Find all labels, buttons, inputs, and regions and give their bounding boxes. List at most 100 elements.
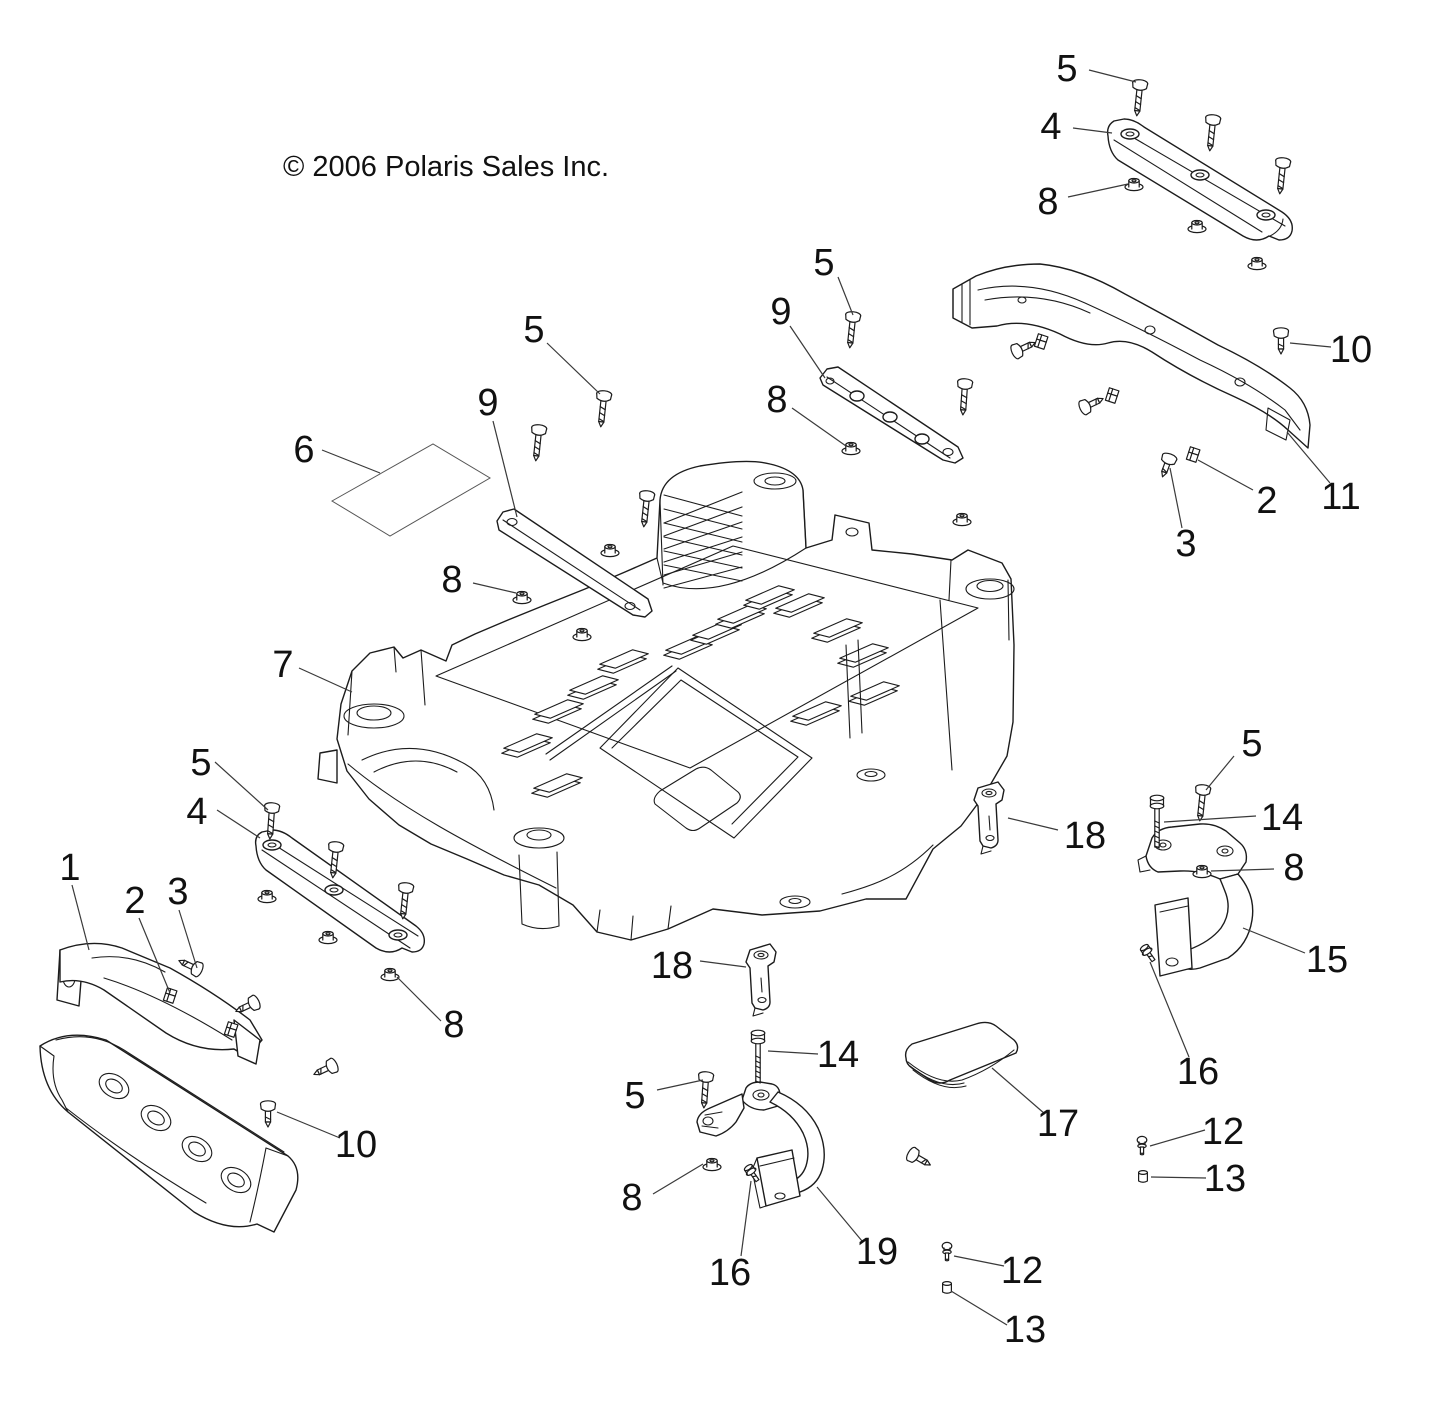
callout-8: 8	[621, 1177, 642, 1219]
leader-lines-layer	[71, 69, 1332, 1326]
leader-line-16	[1149, 961, 1190, 1058]
callout-7: 7	[272, 644, 293, 686]
nut-fastener	[1247, 256, 1267, 271]
clip-fastener	[1104, 387, 1120, 404]
part-side-panel-right	[952, 263, 1311, 449]
screw-fastener	[1272, 327, 1290, 355]
callout-8: 8	[766, 379, 787, 421]
screw-fastener	[845, 311, 862, 349]
callout-2: 2	[1256, 480, 1277, 522]
part-bracket-center	[745, 943, 777, 1017]
bolt-fastener	[750, 1029, 766, 1084]
callout-1: 1	[59, 847, 80, 889]
leader-line-9	[492, 420, 518, 518]
leader-line-13	[1150, 1176, 1207, 1179]
screw-fastener	[1078, 397, 1104, 416]
part-support-bar-upper-right	[1106, 118, 1293, 241]
leader-line-8	[791, 407, 847, 447]
callout-8: 8	[1037, 181, 1058, 223]
leader-line-15	[1242, 927, 1306, 954]
screw-fastener	[596, 390, 613, 428]
callout-5: 5	[624, 1075, 645, 1117]
screw-fastener	[957, 378, 974, 416]
nut-fastener	[702, 1157, 722, 1172]
fasteners-layer	[162, 79, 1292, 1294]
leader-line-4	[216, 809, 261, 839]
leader-line-10	[276, 1111, 341, 1139]
screw-fastener	[1132, 79, 1149, 117]
box-deck-bosses	[501, 585, 900, 798]
ferrule-fastener	[941, 1280, 953, 1294]
screw-fastener	[1160, 452, 1178, 478]
box-recess	[545, 665, 813, 839]
leader-line-18	[1007, 817, 1059, 831]
callout-5: 5	[190, 742, 211, 784]
ferrule-fastener	[1137, 1169, 1149, 1183]
part-bracket-right	[973, 781, 1005, 855]
leader-line-12	[953, 1255, 1005, 1267]
leader-line-1	[71, 884, 90, 951]
callout-3: 3	[1175, 523, 1196, 565]
nut-fastener	[1187, 219, 1207, 234]
nut-fastener	[841, 441, 861, 456]
callout-14: 14	[817, 1034, 859, 1076]
leader-line-6	[321, 449, 381, 474]
copyright-text: © 2006 Polaris Sales Inc.	[283, 151, 609, 183]
leader-line-5	[1205, 755, 1235, 791]
screw-fastener	[906, 1146, 931, 1166]
leader-line-3	[1169, 467, 1183, 529]
box-left-flange	[317, 749, 338, 784]
leader-line-14	[1163, 815, 1257, 823]
screw-fastener	[398, 882, 415, 920]
screw-fastener	[264, 802, 281, 840]
leader-line-13	[950, 1290, 1008, 1326]
callout-6: 6	[293, 429, 314, 471]
bolt-fastener	[1149, 794, 1165, 849]
leader-line-11	[1286, 431, 1331, 484]
leader-line-3	[178, 909, 198, 969]
part-support-bar-lower-left	[254, 829, 426, 953]
callout-19: 19	[856, 1231, 898, 1273]
screw-fastener	[235, 994, 261, 1013]
callout-16: 16	[709, 1252, 751, 1294]
screw-fastener	[1010, 341, 1036, 360]
leader-line-5	[546, 342, 601, 395]
screw-fastener	[259, 1100, 277, 1128]
callout-9: 9	[770, 291, 791, 333]
callout-5: 5	[523, 309, 544, 351]
callout-11: 11	[1321, 476, 1360, 518]
callout-2: 2	[124, 880, 145, 922]
leader-line-16	[740, 1180, 752, 1257]
leader-line-5	[837, 276, 854, 316]
callout-12: 12	[1202, 1111, 1244, 1153]
leader-line-8	[1067, 183, 1129, 198]
callout-12: 12	[1001, 1250, 1043, 1292]
bumper-holes	[98, 1072, 252, 1194]
rivet-fastener	[1136, 1135, 1148, 1156]
screw-fastener	[328, 841, 345, 879]
callout-3: 3	[167, 871, 188, 913]
part-brace-strip-left	[496, 508, 653, 618]
leader-line-2	[138, 917, 171, 994]
callout-17: 17	[1037, 1103, 1079, 1145]
callout-9: 9	[477, 382, 498, 424]
leader-line-8	[472, 582, 517, 594]
callout-16: 16	[1177, 1051, 1219, 1093]
box-round-bosses	[343, 527, 1015, 909]
leader-line-17	[991, 1067, 1046, 1115]
hexbolt-fastener	[743, 1163, 760, 1183]
leader-line-8	[396, 976, 442, 1022]
part-decal	[331, 443, 491, 537]
screw-fastener	[531, 424, 548, 462]
screw-fastener	[178, 959, 204, 978]
nut-fastener	[1124, 177, 1144, 192]
nut-fastener	[600, 543, 620, 558]
callout-18: 18	[1064, 815, 1106, 857]
callout-15: 15	[1306, 939, 1348, 981]
nut-fastener	[1192, 864, 1212, 879]
callout-8: 8	[441, 559, 462, 601]
box-corner-cylinder	[659, 472, 807, 590]
part-cargo-box-bottom	[317, 460, 1015, 941]
nut-fastener	[572, 627, 592, 642]
leader-line-8	[652, 1163, 704, 1195]
